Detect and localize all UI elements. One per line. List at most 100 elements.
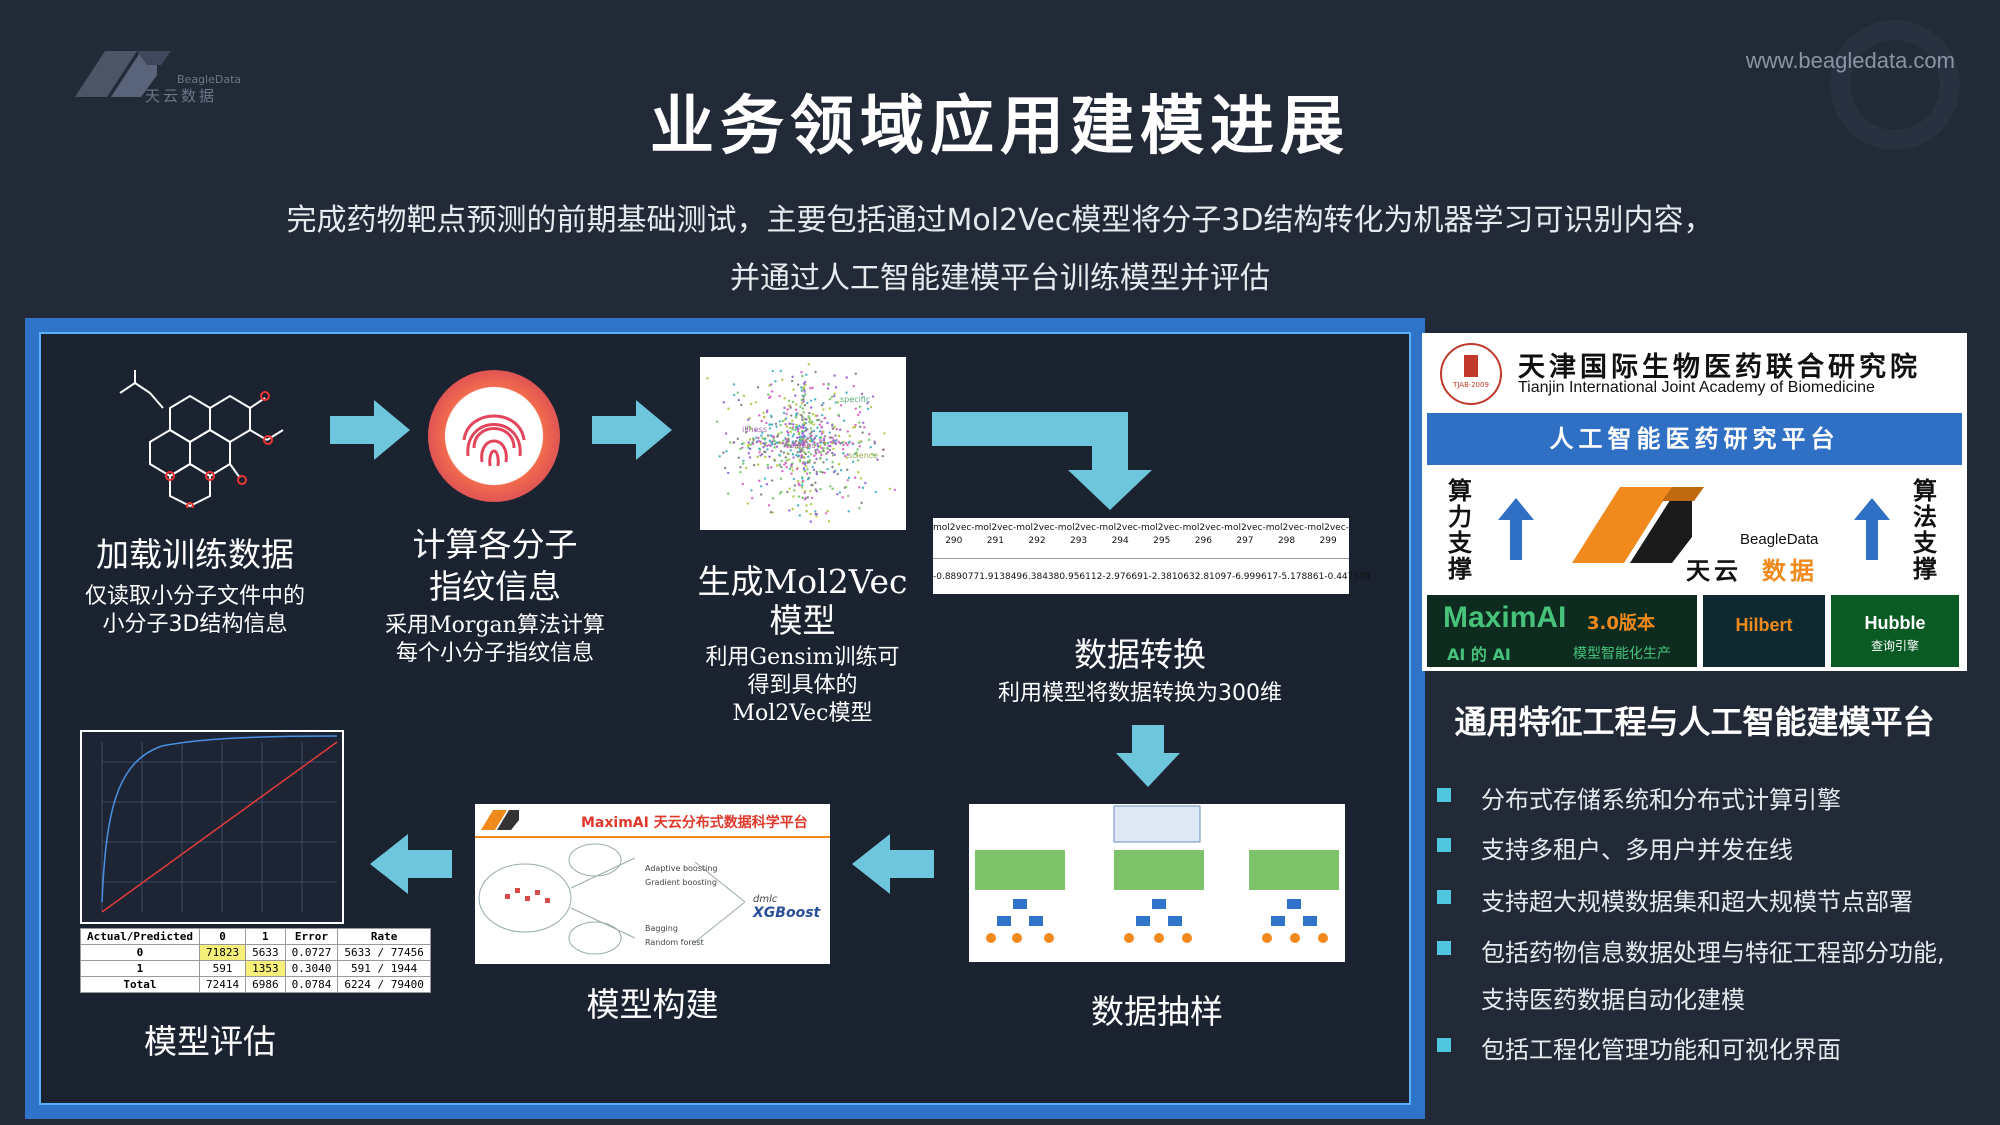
scatter-point bbox=[806, 496, 810, 499]
scatter-point bbox=[742, 394, 746, 397]
scatter-point bbox=[873, 440, 876, 443]
scatter-point bbox=[782, 451, 786, 454]
scatter-point bbox=[817, 418, 820, 422]
scatter-point bbox=[781, 442, 785, 445]
scatter-point bbox=[786, 445, 789, 449]
scatter-point bbox=[768, 423, 771, 426]
scatter-point bbox=[844, 485, 848, 489]
scatter-point bbox=[784, 456, 787, 459]
scatter-point bbox=[787, 458, 791, 461]
mol2vec-cluster-plot: specific illness sleeps science bbox=[700, 357, 906, 530]
matrix-header-cell: Rate bbox=[337, 928, 431, 945]
step-build-label: 模型构建 bbox=[586, 985, 719, 1024]
scatter-point bbox=[774, 380, 777, 383]
vector-header-cell: mol2vec-299 bbox=[1307, 523, 1349, 546]
scatter-point bbox=[819, 487, 822, 491]
scatter-point bbox=[822, 439, 826, 442]
hubble-label: Hubble bbox=[1864, 613, 1926, 633]
scatter-point bbox=[801, 477, 804, 480]
scatter-point bbox=[785, 440, 789, 443]
scatter-point bbox=[810, 483, 814, 486]
scatter-point bbox=[800, 389, 804, 392]
scatter-point bbox=[758, 479, 761, 483]
scatter-point bbox=[831, 487, 834, 490]
scatter-point bbox=[785, 412, 788, 416]
scatter-point bbox=[832, 447, 835, 451]
scatter-point bbox=[754, 400, 758, 404]
scatter-point bbox=[846, 478, 849, 482]
scatter-point bbox=[806, 401, 809, 405]
scatter-point bbox=[803, 435, 807, 438]
fingerprint-icon bbox=[428, 370, 560, 502]
scatter-point bbox=[812, 468, 816, 472]
scatter-point bbox=[785, 443, 788, 446]
scatter-point bbox=[805, 504, 808, 507]
scatter-point bbox=[813, 437, 816, 440]
scatter-point bbox=[792, 388, 795, 391]
scatter-point bbox=[756, 386, 760, 389]
step-fingerprint-label-1: 计算各分子 bbox=[412, 525, 578, 564]
scatter-point bbox=[809, 387, 812, 390]
scatter-point bbox=[726, 492, 730, 495]
scatter-point bbox=[737, 398, 741, 402]
scatter-point bbox=[803, 490, 807, 493]
tree-label: Bagging bbox=[645, 924, 678, 933]
vector-value-cell: -0.447309 bbox=[1324, 572, 1371, 582]
arrow-up-icon bbox=[1498, 498, 1534, 560]
scatter-point bbox=[803, 380, 807, 384]
scatter-point bbox=[769, 511, 773, 514]
scatter-point bbox=[760, 493, 763, 496]
sampling-diagram bbox=[969, 804, 1345, 962]
scatter-point bbox=[808, 447, 811, 450]
scatter-point bbox=[740, 442, 744, 446]
step-evaluate-label: 模型评估 bbox=[144, 1022, 276, 1061]
scatter-point bbox=[776, 441, 779, 445]
scatter-point bbox=[773, 459, 776, 462]
scatter-point bbox=[859, 425, 862, 429]
scatter-point bbox=[846, 453, 849, 456]
scatter-point bbox=[768, 427, 772, 430]
scatter-point bbox=[766, 448, 769, 451]
model-build-diagram: MaximAI 天云分布式数据科学平台 Adaptive boosting Gr… bbox=[475, 804, 830, 964]
scatter-point bbox=[834, 439, 837, 443]
scatter-point bbox=[815, 470, 818, 474]
beagledata-center-logo bbox=[1572, 487, 1704, 563]
page-title: 业务领域应用建模进展 bbox=[650, 90, 1350, 164]
scatter-point bbox=[874, 490, 877, 494]
scatter-point bbox=[842, 419, 846, 422]
scatter-point bbox=[803, 421, 806, 424]
scatter-point bbox=[829, 436, 832, 439]
scatter-point bbox=[845, 456, 849, 459]
scatter-point bbox=[811, 439, 815, 442]
scatter-point bbox=[769, 444, 772, 448]
scatter-point bbox=[866, 401, 869, 405]
scatter-point bbox=[822, 430, 825, 434]
scatter-point bbox=[809, 489, 812, 493]
step-load-label: 加载训练数据 bbox=[96, 535, 294, 574]
scatter-point bbox=[791, 426, 795, 429]
maxim-sub-1: AI 的 AI bbox=[1447, 645, 1511, 664]
scatter-point bbox=[790, 472, 793, 475]
scatter-point bbox=[763, 450, 766, 454]
scatter-point bbox=[727, 407, 730, 410]
scatter-point bbox=[804, 452, 807, 456]
scatter-point bbox=[826, 450, 830, 454]
tree-label: Random forest bbox=[645, 938, 704, 947]
scatter-point bbox=[758, 447, 761, 450]
scatter-point bbox=[766, 466, 770, 469]
scatter-point bbox=[829, 440, 832, 444]
scatter-point bbox=[802, 386, 806, 389]
scatter-point bbox=[783, 445, 786, 448]
step-mol2vec-desc-3: Mol2Vec模型 bbox=[732, 701, 873, 726]
scatter-point bbox=[782, 411, 786, 415]
website-url[interactable]: www.beagledata.com bbox=[1745, 48, 1955, 73]
scatter-point bbox=[768, 439, 771, 443]
center-brand-en: BeagleData bbox=[1740, 531, 1819, 548]
scatter-point bbox=[806, 468, 809, 471]
scatter-point bbox=[831, 454, 835, 457]
scatter-point bbox=[792, 433, 796, 436]
step-fingerprint-label-2: 指纹信息 bbox=[429, 567, 561, 606]
scatter-point bbox=[826, 421, 829, 425]
scatter-point bbox=[722, 401, 725, 404]
scatter-point bbox=[732, 441, 736, 444]
